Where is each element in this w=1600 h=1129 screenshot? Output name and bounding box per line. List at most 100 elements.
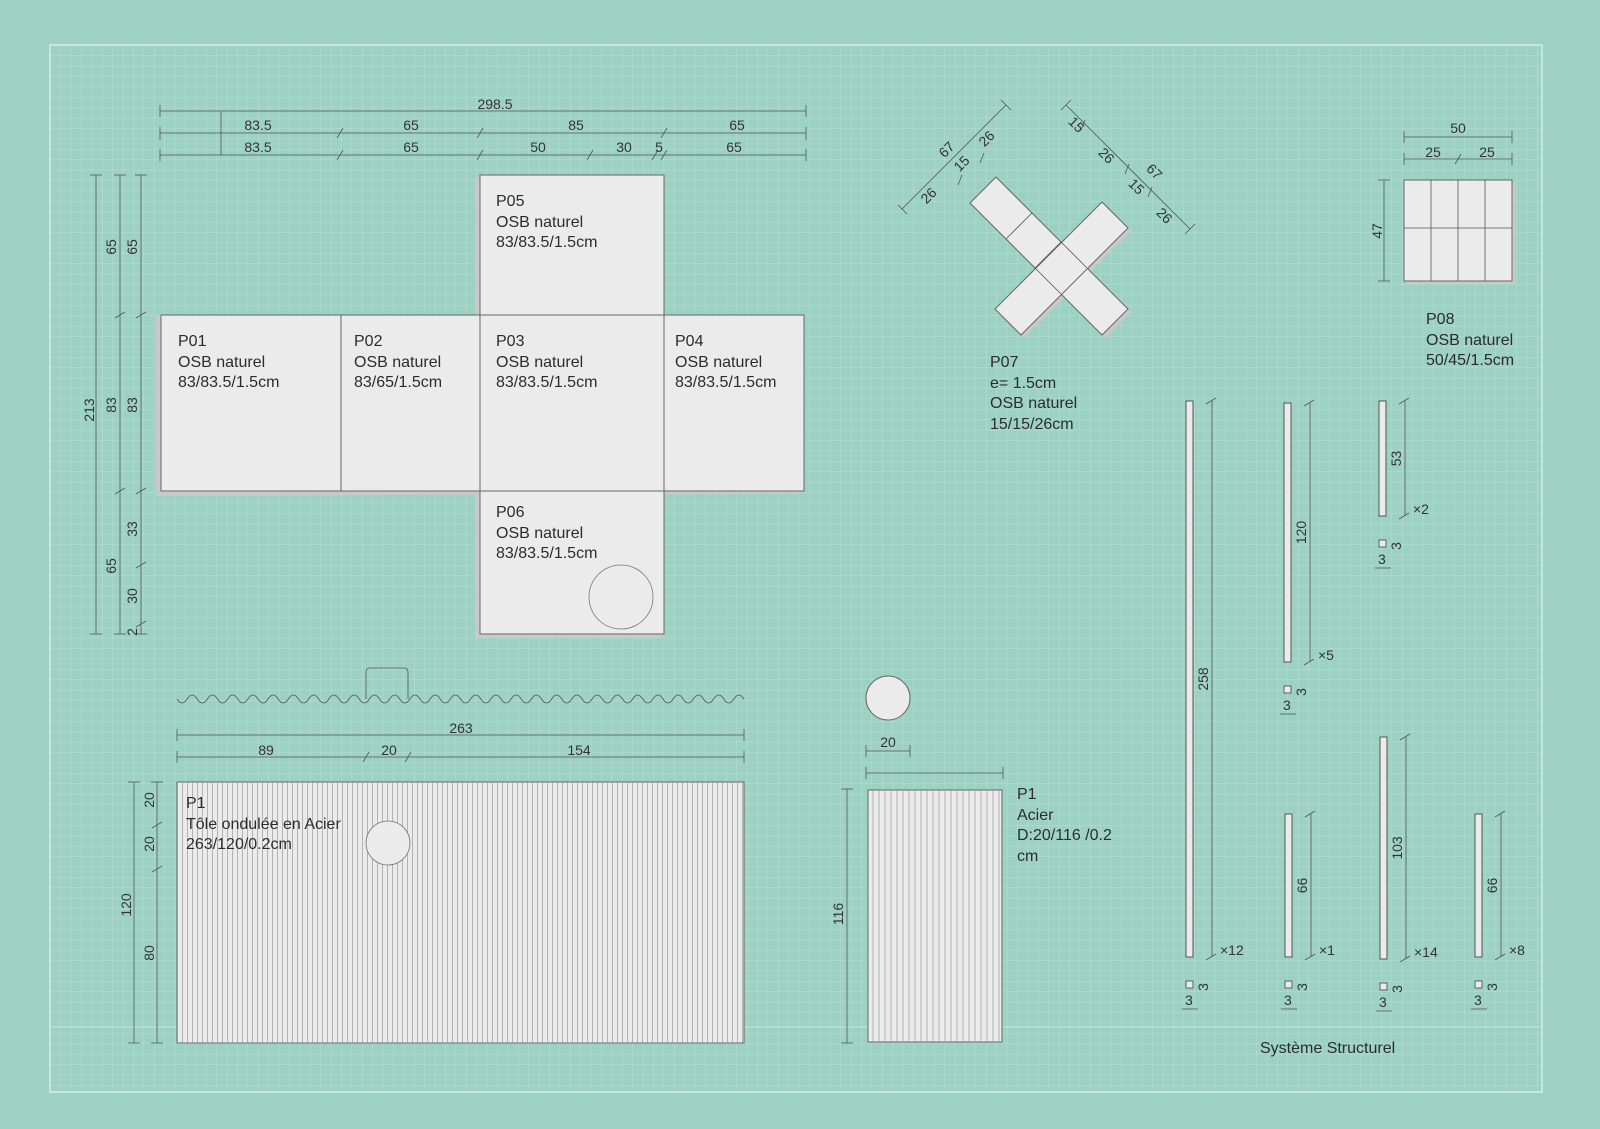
p08-dimensions: 50 25 25 47 bbox=[1369, 120, 1513, 282]
tube-section-circle bbox=[865, 675, 911, 721]
bar-length-2: 53 bbox=[1388, 451, 1404, 467]
dim-sheet-row-1: 20 bbox=[381, 742, 397, 758]
tube-pipe: 20 116 bbox=[830, 675, 1004, 1044]
bar-dim-tick-top-2 bbox=[1398, 397, 1410, 405]
bar-dim-tick-top-1 bbox=[1303, 399, 1315, 407]
dim-left-c1-0: 65 bbox=[103, 239, 119, 255]
bar-length-5: 66 bbox=[1484, 878, 1500, 894]
dim-top-total: 298.5 bbox=[477, 96, 512, 112]
bar-0 bbox=[1185, 400, 1194, 958]
dim-top-r1-1: 65 bbox=[403, 117, 419, 133]
dim-tube-diam: 20 bbox=[880, 734, 896, 750]
bar-count-4: ×14 bbox=[1414, 944, 1438, 960]
dim-sheet-row-0: 89 bbox=[258, 742, 274, 758]
bar-dim-tick-top-4 bbox=[1399, 733, 1411, 741]
dim-left-c2-0: 65 bbox=[124, 239, 140, 255]
bar-dim-tick-top-0 bbox=[1205, 397, 1217, 405]
bar-section-h-2: 3 bbox=[1388, 542, 1404, 550]
dim-sheet-row-2: 154 bbox=[567, 742, 591, 758]
bar-section-w-5: 3 bbox=[1474, 992, 1482, 1008]
corrugated-sheet bbox=[176, 781, 745, 1044]
sheet-border bbox=[49, 44, 1543, 1093]
bar-section-2 bbox=[1378, 539, 1387, 548]
bar-2 bbox=[1378, 400, 1387, 517]
dim-left-c1-2: 65 bbox=[103, 558, 119, 574]
bar-4 bbox=[1379, 736, 1388, 960]
dim-sheet-total: 263 bbox=[449, 720, 473, 736]
dim-sheet-left-2: 80 bbox=[141, 945, 157, 961]
dim-p08-half-1: 25 bbox=[1479, 144, 1495, 160]
dim-top-r2-4: 5 bbox=[655, 139, 663, 155]
bar-section-w-0: 3 bbox=[1185, 992, 1193, 1008]
dim-top-r2-5: 65 bbox=[726, 139, 742, 155]
bar-section-h-1: 3 bbox=[1293, 688, 1309, 696]
dim-left-c2-4: 2 bbox=[124, 628, 140, 636]
dim-top-r1-2: 85 bbox=[568, 117, 584, 133]
bar-section-3 bbox=[1284, 980, 1293, 989]
bar-section-0 bbox=[1185, 980, 1194, 989]
bar-dim-tick-bottom-5 bbox=[1494, 953, 1506, 961]
structural-bars: 258×1233120×53353×23366×133103×143366×83… bbox=[1182, 397, 1525, 1012]
bar-length-3: 66 bbox=[1294, 878, 1310, 894]
dim-left-c2-3: 30 bbox=[124, 588, 140, 604]
bar-length-4: 103 bbox=[1389, 836, 1405, 860]
bar-section-5 bbox=[1474, 980, 1483, 989]
dim-top-r2-2: 50 bbox=[530, 139, 546, 155]
dim-left-c1-1: 83 bbox=[103, 397, 119, 413]
bar-count-1: ×5 bbox=[1318, 647, 1334, 663]
bar-dim-tick-bottom-0 bbox=[1205, 953, 1217, 961]
bar-section-w-3: 3 bbox=[1284, 992, 1292, 1008]
bar-section-h-0: 3 bbox=[1195, 983, 1211, 991]
top-dimensions: 298.5 83.5 65 85 65 83.5 65 50 30 5 65 bbox=[159, 96, 807, 161]
dim-top-r2-0: 83.5 bbox=[244, 139, 271, 155]
bar-1 bbox=[1283, 402, 1292, 663]
bar-5 bbox=[1474, 813, 1483, 958]
bar-section-h-5: 3 bbox=[1484, 983, 1500, 991]
dim-left-c2-2: 33 bbox=[124, 521, 140, 537]
corrugation-profile bbox=[176, 667, 745, 704]
panel-p04 bbox=[663, 314, 805, 492]
bar-count-0: ×12 bbox=[1220, 942, 1244, 958]
p08-panel bbox=[1403, 179, 1515, 284]
bar-section-h-4: 3 bbox=[1389, 985, 1405, 993]
dim-top-r2-1: 65 bbox=[403, 139, 419, 155]
dim-sheet-left-1: 20 bbox=[141, 836, 157, 852]
dim-p08-half-0: 25 bbox=[1425, 144, 1441, 160]
bar-section-w-2: 3 bbox=[1378, 551, 1386, 567]
bar-dim-tick-top-3 bbox=[1304, 810, 1316, 818]
dim-p08-width: 50 bbox=[1450, 120, 1466, 136]
bar-section-h-3: 3 bbox=[1294, 983, 1310, 991]
dim-sheet-left-0: 20 bbox=[141, 792, 157, 808]
left-dimensions: 213 65 83 65 65 83 33 30 2 bbox=[81, 174, 147, 636]
bar-section-4 bbox=[1379, 982, 1388, 991]
panel-p01 bbox=[160, 314, 342, 492]
p06-hole bbox=[588, 564, 654, 630]
bar-section-1 bbox=[1283, 685, 1292, 694]
bar-count-5: ×8 bbox=[1509, 942, 1525, 958]
bar-dim-tick-top-5 bbox=[1494, 810, 1506, 818]
bar-count-2: ×2 bbox=[1413, 501, 1429, 517]
dim-top-r2-3: 30 bbox=[616, 139, 632, 155]
structural-system-title: Système Structurel bbox=[1260, 1040, 1396, 1057]
bar-section-w-1: 3 bbox=[1283, 697, 1291, 713]
bar-count-3: ×1 bbox=[1319, 942, 1335, 958]
bar-3 bbox=[1284, 813, 1293, 958]
p07-cross bbox=[969, 176, 1131, 338]
bar-length-0: 258 bbox=[1195, 667, 1211, 691]
dim-tube-height: 116 bbox=[830, 903, 846, 926]
dim-sheet-height: 120 bbox=[118, 893, 134, 917]
bar-dim-tick-bottom-1 bbox=[1303, 658, 1315, 666]
sheet-hole bbox=[365, 820, 411, 866]
sheet-dimensions: 263 89 20 154 120 20 20 80 bbox=[118, 720, 745, 1044]
osb-panel-net bbox=[156, 174, 805, 638]
bar-dim-tick-bottom-2 bbox=[1398, 512, 1410, 520]
